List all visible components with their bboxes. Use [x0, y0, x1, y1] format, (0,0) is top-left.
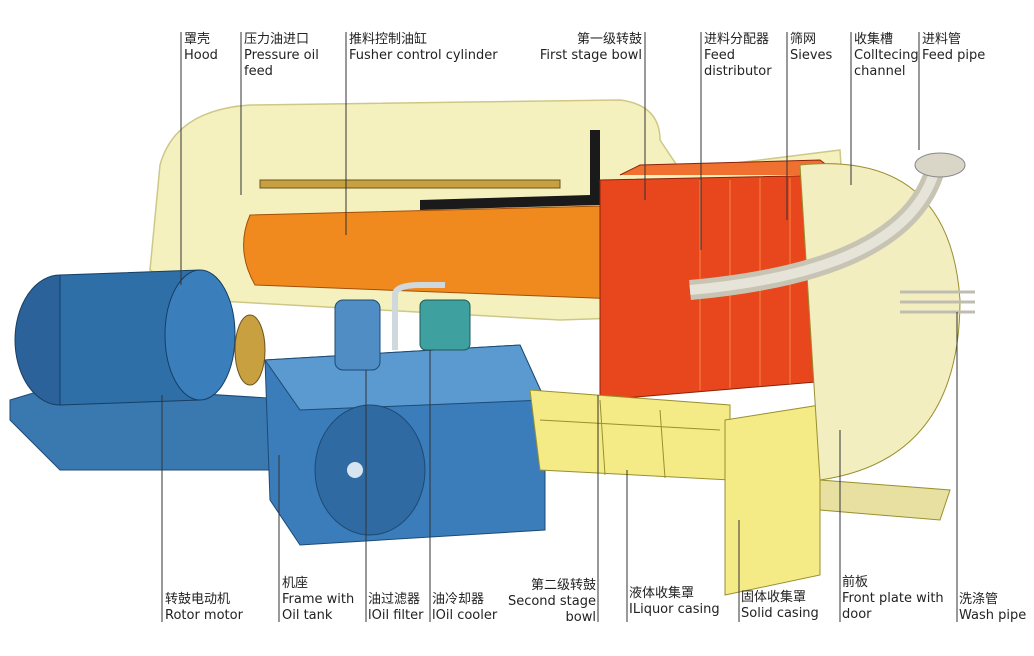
oil-cooler	[419, 299, 471, 351]
front-plate	[799, 163, 961, 481]
oil-filter	[334, 299, 381, 371]
tank-cover	[314, 404, 426, 536]
pusher-cylinder	[243, 204, 646, 301]
solid-casing	[724, 404, 821, 596]
leader-lines	[161, 32, 958, 622]
coupling	[234, 314, 266, 386]
liquor-casing	[529, 389, 731, 481]
